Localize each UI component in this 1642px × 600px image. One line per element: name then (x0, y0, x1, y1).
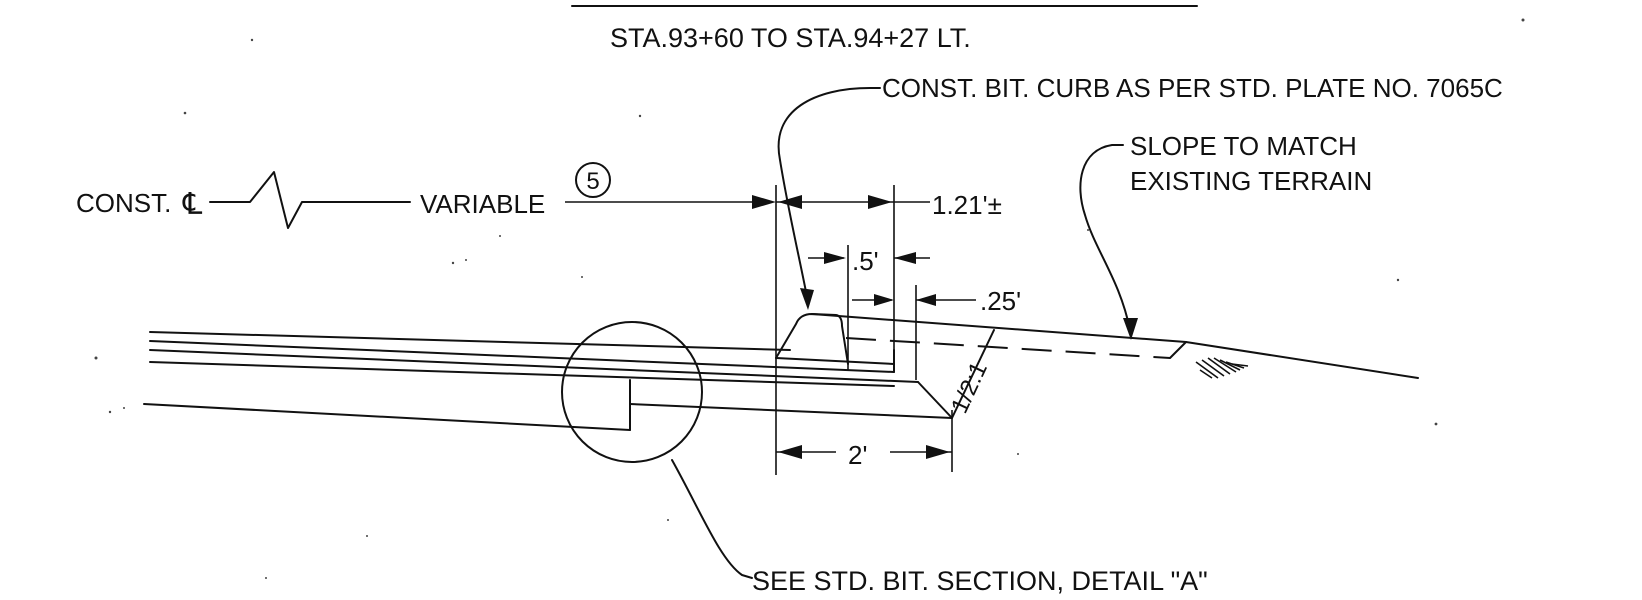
break-line (209, 171, 411, 229)
width-total-label: 1.21'± (932, 190, 1002, 220)
top-width-arrowhead-left (824, 252, 846, 264)
existing-ground-dashed (845, 337, 1171, 359)
bituminous-curb (775, 313, 849, 365)
pavement-layers (143, 331, 953, 431)
detail-note: SEE STD. BIT. SECTION, DETAIL "A" (752, 566, 1208, 596)
centerline-label: CONST. (76, 188, 171, 218)
base-arrowhead-left (778, 445, 802, 459)
detail-circle (561, 321, 703, 463)
offset-label: .25' (980, 286, 1021, 316)
variable-note-number: 5 (586, 168, 599, 195)
slope-ratio-label: 1/2:1 (946, 358, 993, 418)
curb-leader (777, 87, 881, 303)
curb-note: CONST. BIT. CURB AS PER STD. PLATE NO. 7… (882, 73, 1503, 103)
scan-specks (94, 18, 1525, 579)
variable-arrowhead (752, 195, 776, 209)
earth-hatch-symbol (1195, 357, 1249, 379)
offset-arrowhead-left (874, 294, 894, 306)
top-width-label: .5' (852, 246, 879, 276)
width-arrowhead-right (868, 195, 892, 209)
slope-leader (1079, 144, 1131, 331)
finished-grade (811, 313, 1187, 343)
slope-note-line2: EXISTING TERRAIN (1130, 166, 1372, 196)
centerline-symbol: ℄ (182, 188, 203, 221)
top-width-arrowhead-right (894, 252, 916, 264)
detail-leader (671, 459, 753, 579)
variable-label: VARIABLE (420, 189, 545, 219)
width-arrowhead-left (778, 195, 802, 209)
base-width-label: 2' (848, 440, 867, 470)
subgrade-outline (917, 329, 995, 419)
slope-leader-arrowhead (1123, 318, 1138, 340)
station-range: STA.93+60 TO STA.94+27 LT. (610, 23, 971, 53)
existing-terrain (1185, 341, 1419, 379)
base-arrowhead-right (926, 445, 950, 459)
curb-leader-arrowhead (800, 288, 814, 310)
variable-note-circle (575, 162, 611, 198)
slope-note-line1: SLOPE TO MATCH (1130, 131, 1357, 161)
offset-arrowhead-right (916, 294, 936, 306)
